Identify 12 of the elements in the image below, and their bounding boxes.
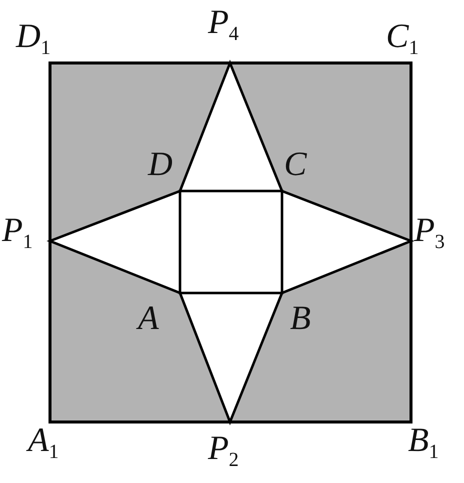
point-label: P$_{3}$ xyxy=(414,214,445,252)
point-label: A xyxy=(138,302,159,336)
point-label: B$_{1}$ xyxy=(408,424,439,462)
point-label: D xyxy=(148,148,173,182)
point-label: C xyxy=(284,148,307,182)
point-label: P$_{4}$ xyxy=(208,6,239,44)
point-label: C$_{1}$ xyxy=(386,20,419,58)
point-label: P$_{2}$ xyxy=(208,432,239,470)
point-label: A$_{1}$ xyxy=(28,424,59,462)
point-label: B xyxy=(290,302,311,336)
point-label: D$_{1}$ xyxy=(16,20,51,58)
point-label: P$_{1}$ xyxy=(2,214,33,252)
